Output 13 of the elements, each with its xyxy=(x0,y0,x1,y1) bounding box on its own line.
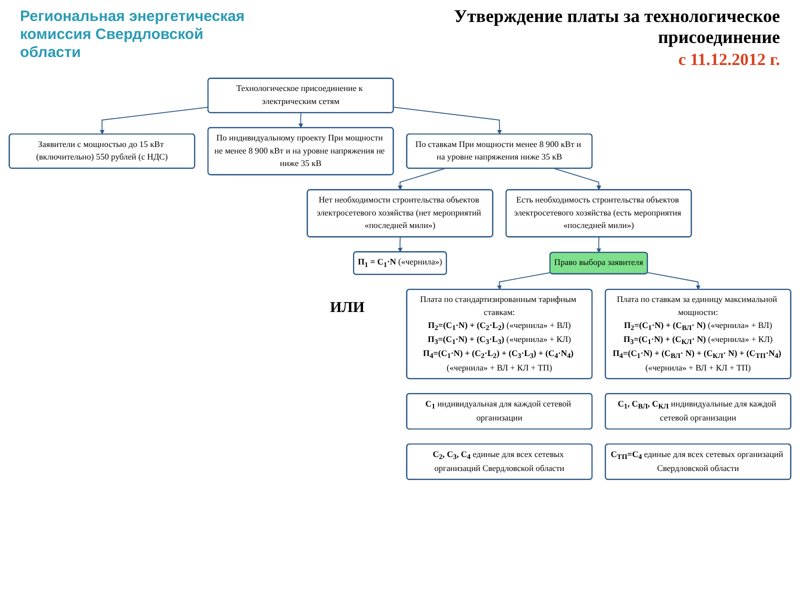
arrow xyxy=(393,106,502,134)
arrow xyxy=(647,272,701,290)
arrow xyxy=(398,236,402,252)
or-label: ИЛИ xyxy=(330,300,365,317)
arrow xyxy=(497,272,551,290)
organization-name: Региональная энергетическая комиссия Свердловской области xyxy=(20,8,246,62)
arrow xyxy=(554,168,602,190)
arrow xyxy=(298,112,304,128)
date-label: с 11.12.2012 г. xyxy=(678,50,780,70)
title: Утверждение платы за технологическое присоединение xyxy=(452,6,780,48)
arrow xyxy=(398,168,446,190)
arrow xyxy=(596,236,602,253)
arrow xyxy=(100,106,209,134)
